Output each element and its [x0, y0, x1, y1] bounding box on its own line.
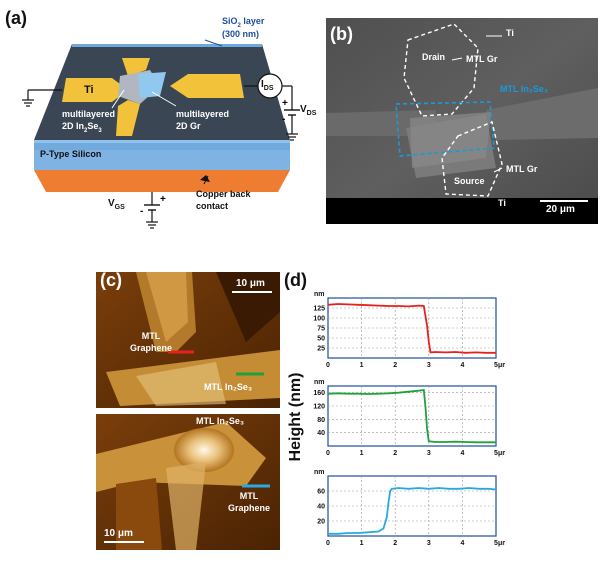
drain-label: Drain [422, 52, 446, 62]
profile-blue-xtick: 0 [326, 540, 330, 547]
profile-blue-xunit: μm [498, 540, 505, 547]
profile-blue-ytick: 40 [317, 504, 325, 511]
mtl-gr-bottom-label: MTL Gr [506, 164, 538, 174]
in2se3-schematic-label: multilayered 2D In2Se3 [62, 109, 116, 134]
profile-red-xtick: 2 [393, 362, 397, 369]
vgs-plus: + [160, 194, 166, 205]
vds-label: VDS [300, 104, 317, 117]
profile-blue-line [328, 487, 497, 535]
profile-red-yunit: nm [314, 291, 325, 298]
height-profiles-chart: 012345255075100125nmμm0123454080120160nm… [313, 291, 505, 547]
profile-blue-xtick: 3 [427, 540, 431, 547]
vds-minus: - [282, 114, 286, 125]
profile-blue-ytick: 20 [317, 519, 325, 526]
afm-scale-top-label: 10 μm [236, 278, 265, 289]
profile-green-line [327, 388, 496, 444]
profile-green-xunit: μm [498, 450, 505, 457]
ti-bottom-label: Ti [498, 198, 506, 208]
ti-label: Ti [84, 84, 94, 96]
profile-green-ytick: 80 [317, 417, 325, 424]
profile-blue-xtick: 5 [494, 540, 498, 547]
copper-back-contact [34, 170, 290, 192]
profile-green-xtick: 2 [393, 450, 397, 457]
profile-red-ytick: 50 [317, 336, 325, 343]
profile-green-xtick: 5 [494, 450, 498, 457]
ti-top-label: Ti [506, 28, 514, 38]
in2se3-outline [395, 101, 495, 157]
panel-d-label: (d) [284, 270, 307, 290]
copper-label: Copper back contact [196, 189, 251, 211]
profile-blue-xtick: 4 [460, 540, 464, 547]
mtl-in2se3-label: MTL In₂Se₃ [500, 84, 548, 94]
profile-red-xtick: 1 [360, 362, 364, 369]
panel-a-label: (a) [5, 8, 27, 28]
ti-pad-top [122, 58, 150, 76]
source-label: Source [454, 176, 485, 186]
vgs-minus: - [140, 206, 144, 217]
profile-blue-yunit: nm [314, 469, 325, 476]
profile-red-xtick: 4 [460, 362, 464, 369]
profile-blue-ytick: 60 [317, 489, 325, 496]
profile-red-xtick: 3 [427, 362, 431, 369]
sio2-label: SiO2 layer (300 nm) [222, 16, 265, 39]
profile-green-xtick: 0 [326, 450, 330, 457]
profile-green-xtick: 1 [360, 450, 364, 457]
graphene-flake [138, 72, 166, 98]
vds-plus: + [282, 98, 288, 109]
ti-pad-right [170, 74, 244, 98]
sio2-layer [34, 44, 290, 140]
afm-scale-bottom-label: 10 μm [104, 528, 133, 539]
panel-c-label: (c) [100, 270, 122, 290]
graphene-schematic-label: multilayered 2D Gr [176, 109, 230, 131]
profile-green-ytick: 40 [317, 430, 325, 437]
profile-blue-xtick: 1 [360, 540, 364, 547]
p-type-silicon [34, 140, 290, 170]
mtl-gr-top-label: MTL Gr [466, 54, 498, 64]
ids-label: IDS [261, 79, 274, 92]
sem-image [326, 18, 598, 224]
source-outline [441, 121, 503, 197]
profile-red-ytick: 25 [317, 346, 325, 353]
sem-scale-label: 20 μm [546, 204, 575, 215]
profile-green-frame [327, 385, 497, 447]
profile-red-xtick: 5 [494, 362, 498, 369]
profile-red-ytick: 75 [317, 326, 325, 333]
p-type-silicon-label: P-Type Silicon [40, 149, 102, 159]
profile-green-ytick: 120 [313, 404, 325, 411]
profile-red-ytick: 125 [313, 306, 325, 313]
device-schematic [22, 39, 300, 229]
in2se3-bottom-afm-label: MTL In₂Se₃ [196, 416, 244, 426]
profile-green-yunit: nm [314, 379, 325, 386]
ti-pad-left [62, 78, 128, 102]
profile-red-xunit: μm [498, 362, 505, 369]
ti-pad-bottom [116, 100, 140, 136]
panel-b-label: (b) [330, 24, 353, 44]
in2se3-top-afm-label: MTL In₂Se₃ [204, 382, 252, 392]
profile-blue-xtick: 2 [393, 540, 397, 547]
profile-red-line [327, 303, 496, 354]
profile-red-ytick: 100 [313, 316, 325, 323]
profile-green-xtick: 3 [427, 450, 431, 457]
afm-images [96, 272, 280, 550]
profile-red-xtick: 0 [326, 362, 330, 369]
profile-green-ytick: 160 [313, 390, 325, 397]
profile-green-xtick: 4 [460, 450, 464, 457]
vgs-label: VGS [108, 198, 125, 211]
